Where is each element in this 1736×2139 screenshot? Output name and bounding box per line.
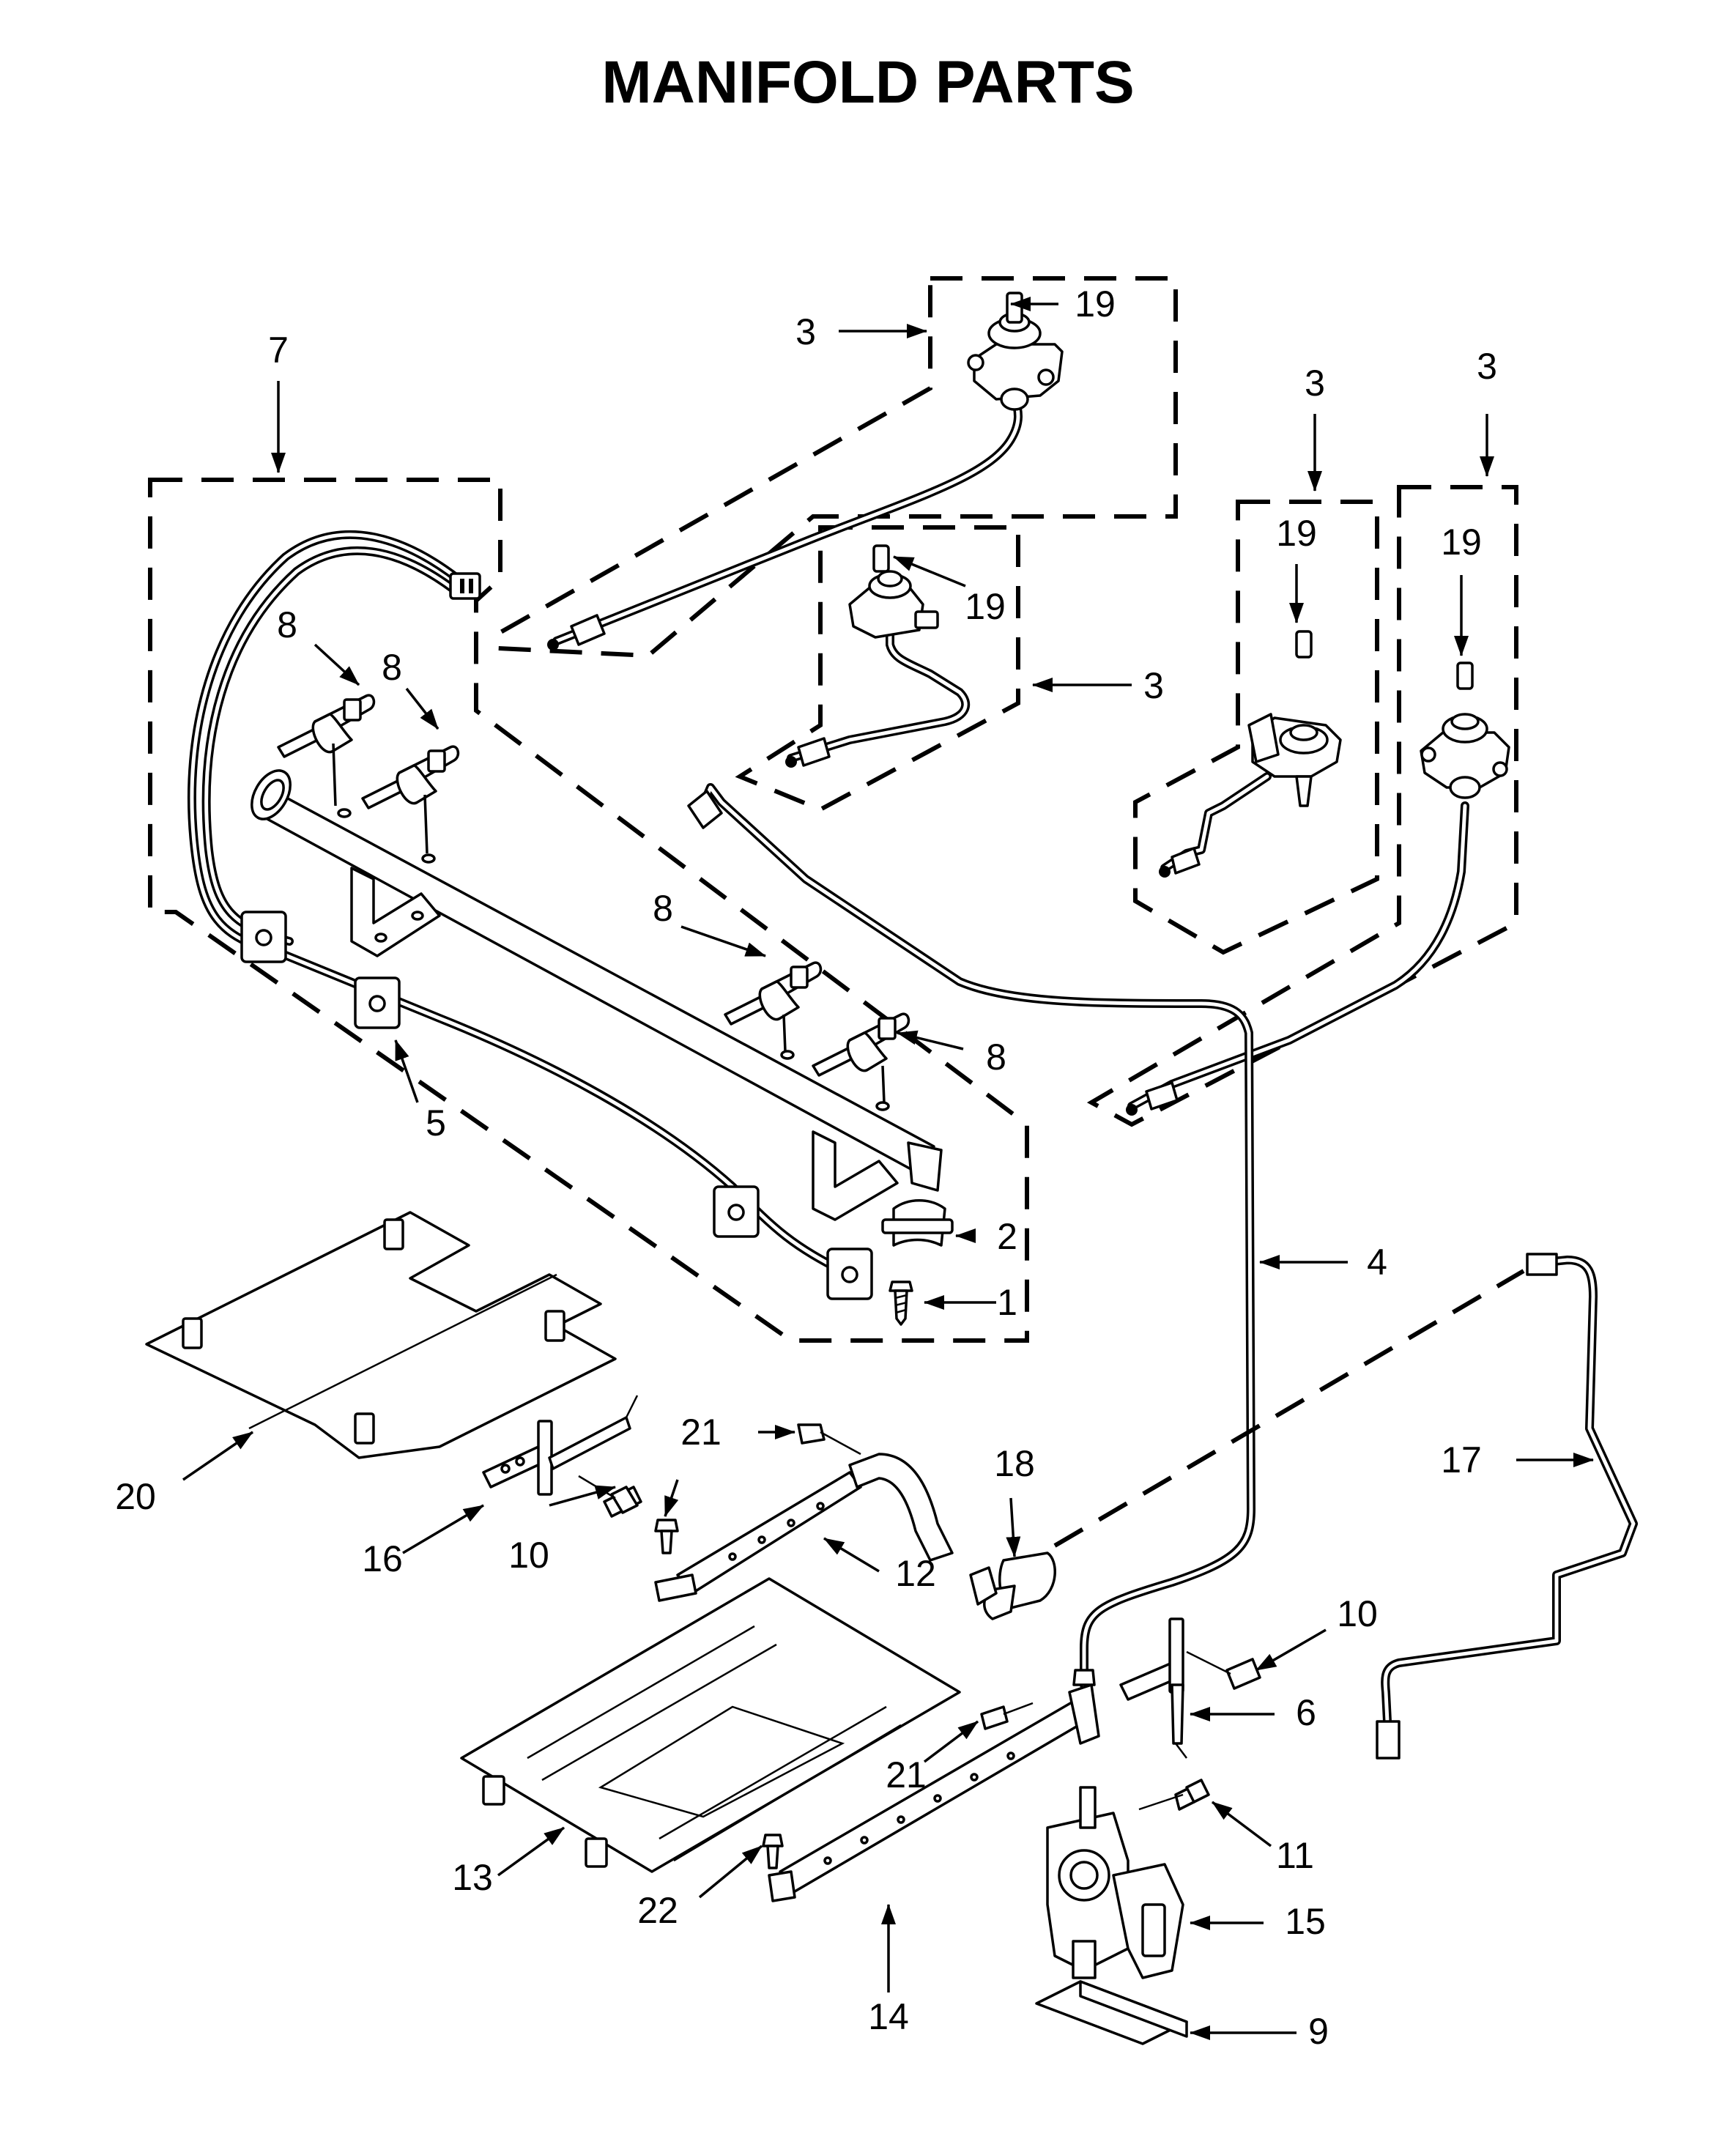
heat-shield-20 <box>145 1211 617 1459</box>
callout-17: 17 <box>1441 1439 1482 1480</box>
callout-2: 2 <box>997 1216 1017 1257</box>
pressure-regulator <box>1046 1786 1184 1979</box>
valve-far-right <box>1126 661 1510 1116</box>
callout-22: 22 <box>637 1890 678 1931</box>
callout-18: 18 <box>994 1443 1035 1484</box>
callout-8-b: 8 <box>382 647 402 688</box>
callout-8-a: 8 <box>277 604 297 645</box>
callout-13: 13 <box>452 1857 493 1898</box>
igniter-6 <box>1119 1617 1187 1759</box>
callout-19-top: 19 <box>1075 283 1116 325</box>
group-outline-valve-top <box>496 276 1178 659</box>
callout-19-right: 19 <box>1276 513 1317 554</box>
callout-16: 16 <box>362 1538 403 1579</box>
elbow-fitting <box>969 1552 1056 1620</box>
callout-20: 20 <box>115 1476 156 1517</box>
callout-21-top: 21 <box>680 1412 722 1453</box>
callout-15: 15 <box>1285 1901 1326 1942</box>
screw-22 <box>762 1834 784 1869</box>
callout-12: 12 <box>895 1553 936 1594</box>
orifice-holder-4 <box>812 1012 910 1103</box>
callout-9: 9 <box>1308 2011 1329 2052</box>
leader-lines <box>182 297 1594 2040</box>
callout-3-top: 3 <box>795 311 816 352</box>
orifice-holder-1 <box>277 694 376 807</box>
flex-line <box>1053 1269 1525 1548</box>
callout-3-middle: 3 <box>1143 665 1164 706</box>
group-outline-valve-middle <box>735 525 1020 812</box>
callout-3-far-right: 3 <box>1477 346 1497 387</box>
callout-4: 4 <box>1367 1242 1387 1283</box>
callout-8-c: 8 <box>653 888 673 929</box>
group-outline-valve-far-right <box>1086 485 1518 1127</box>
gas-tube-4 <box>687 783 1255 1689</box>
screw-11 <box>1138 1779 1210 1811</box>
callout-10-left: 10 <box>508 1535 549 1576</box>
callout-labels: 1 2 3 3 3 3 4 5 6 7 8 8 8 8 9 10 10 11 1… <box>115 283 1497 2052</box>
gas-tube-17 <box>1376 1253 1638 1760</box>
group-outline-valve-right <box>1133 500 1379 955</box>
burner-tube-14 <box>768 1683 1100 1902</box>
screw-21-left <box>654 1519 679 1554</box>
callout-8-d: 8 <box>986 1037 1006 1078</box>
screw-10-right <box>1186 1650 1261 1690</box>
orifice-holder-2 <box>361 745 460 854</box>
page-title: MANIFOLD PARTS <box>601 49 1134 116</box>
screw-21-top <box>797 1423 861 1456</box>
heat-shield-13 <box>460 1577 961 1873</box>
screw-21-bottom <box>980 1702 1034 1730</box>
callout-10-right: 10 <box>1337 1593 1378 1634</box>
callout-5: 5 <box>426 1102 446 1143</box>
screw-part-1 <box>889 1280 913 1326</box>
callout-11: 11 <box>1276 1835 1314 1876</box>
callout-3-right: 3 <box>1305 363 1325 404</box>
igniter-16 <box>482 1395 639 1496</box>
callout-19-middle: 19 <box>965 586 1006 627</box>
callout-21-bottom: 21 <box>886 1754 927 1795</box>
callout-6: 6 <box>1296 1692 1316 1733</box>
callout-1: 1 <box>997 1282 1017 1323</box>
regulator-bracket <box>1035 1980 1188 2045</box>
callout-7: 7 <box>268 330 289 371</box>
valve-right <box>1159 630 1342 878</box>
clip-part <box>881 1199 954 1247</box>
orifice-holder-3 <box>724 961 823 1052</box>
manifold-pipe <box>187 530 943 1300</box>
burner-tube-12 <box>654 1453 954 1602</box>
screw-10-left <box>578 1475 642 1518</box>
callout-19-far-right: 19 <box>1441 522 1482 563</box>
callout-14: 14 <box>868 1996 909 2037</box>
group-outline-manifold <box>148 478 1029 1343</box>
valve-middle <box>785 544 971 768</box>
valve-top <box>547 292 1064 650</box>
